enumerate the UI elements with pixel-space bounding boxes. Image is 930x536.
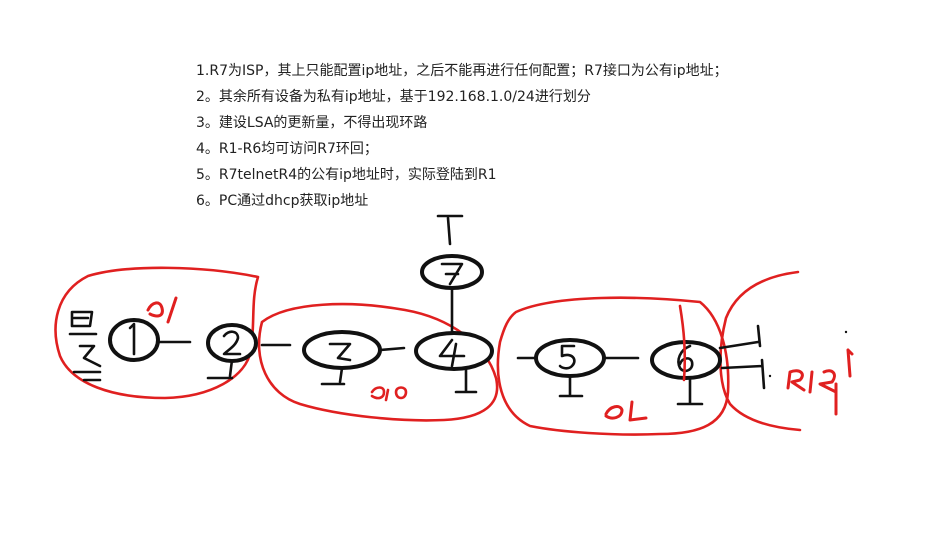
requirement-3: 3。建设LSA的更新量，不得出现环路: [196, 115, 428, 131]
loopback-stubs: [206, 214, 766, 406]
router-r5: [534, 338, 606, 378]
area-0-outline: [257, 302, 499, 422]
pc-drawing: [68, 310, 102, 382]
router-r1: [108, 318, 160, 362]
rip-label: [786, 348, 854, 416]
router-r4: [414, 331, 494, 371]
stray-marks: [768, 330, 848, 378]
router-r7: [420, 254, 484, 290]
router-r2: [206, 323, 258, 363]
area-0-label: [370, 386, 408, 402]
requirement-6: 6。PC通过dhcp获取ip地址: [196, 193, 369, 209]
area-2-label: [604, 400, 648, 422]
area-1-label: [146, 296, 178, 324]
rip-area-outline: [719, 270, 802, 432]
topology-links: [158, 288, 640, 360]
router-r6: [650, 340, 722, 380]
requirement-2: 2。其余所有设备为私有ip地址，基于192.168.1.0/24进行划分: [196, 89, 591, 105]
requirement-5: 5。R7telnetR4的公有ip地址时，实际登陆到R1: [196, 167, 497, 183]
requirements-list: 1.R7为ISP，其上只能配置ip地址，之后不能再进行任何配置；R7接口为公有i…: [196, 58, 796, 214]
requirement-4: 4。R1-R6均可访问R7环回；: [196, 141, 378, 157]
router-r3: [302, 330, 382, 370]
requirement-1: 1.R7为ISP，其上只能配置ip地址，之后不能再进行任何配置；R7接口为公有i…: [196, 63, 728, 79]
area-2-rip-boundary: [678, 304, 687, 382]
area-2-outline: [496, 296, 730, 436]
